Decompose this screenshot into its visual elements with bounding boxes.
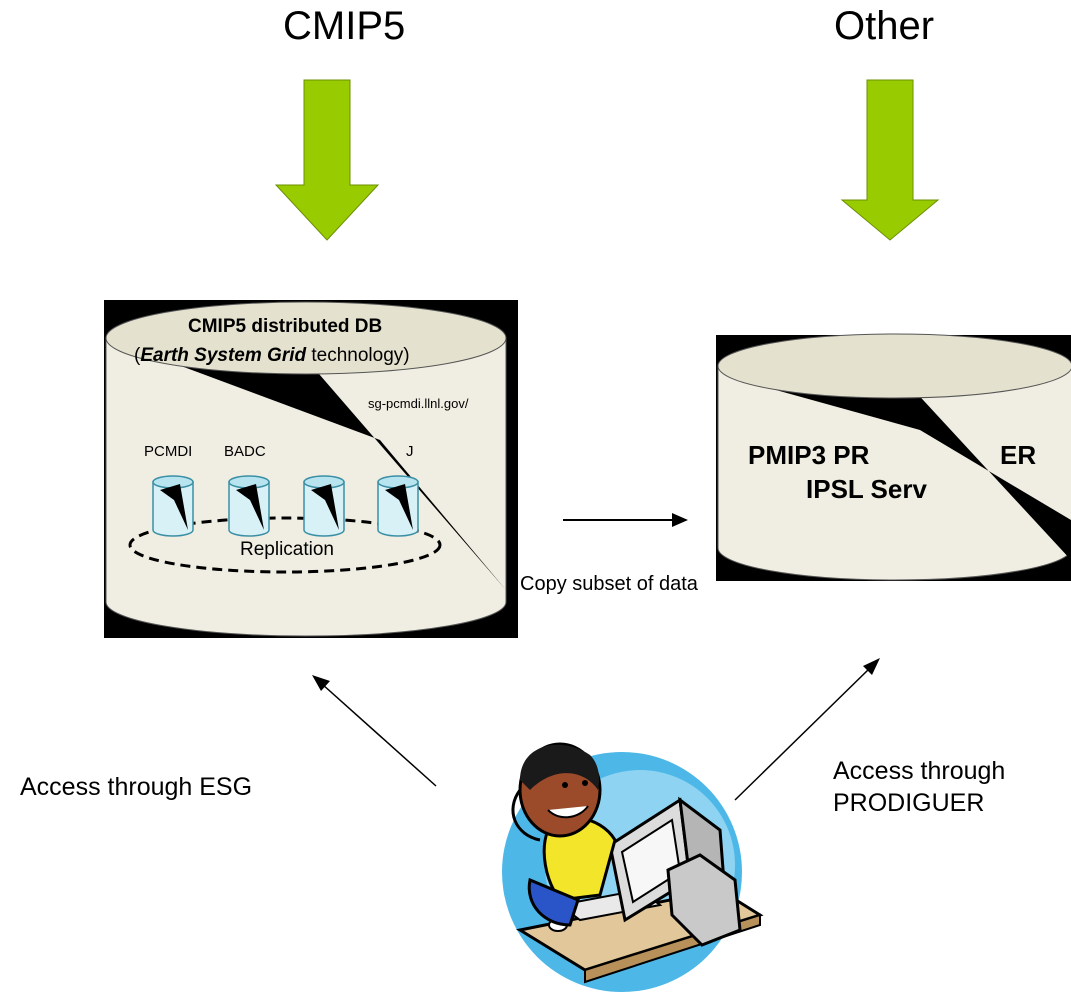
pmip3-title-line1: PMIP3 PR xyxy=(748,440,869,471)
pmip3-title-line2: IPSL Serv xyxy=(806,474,927,504)
cmip5-db-subtitle: (Earth System Grid technology) xyxy=(134,345,410,367)
esg-emphasis: Earth System Grid xyxy=(140,345,307,366)
node-label-pcmdi: PCMDI xyxy=(144,443,193,460)
access-through-prodiguer-line1: Access through xyxy=(833,757,1006,785)
cmip5-db-title: CMIP5 distributed DB xyxy=(188,316,383,337)
subtitle-paren: ( xyxy=(134,345,141,366)
heading-cmip5: CMIP5 xyxy=(283,4,406,48)
subtitle-rest: technology) xyxy=(306,345,410,366)
copy-subset-label: Copy subset of data xyxy=(520,573,698,595)
access-through-esg-label: Access through ESG xyxy=(20,773,253,801)
node-label-j: J xyxy=(406,443,414,460)
heading-other: Other xyxy=(834,4,935,48)
pmip3-title-start: PMIP3 PR xyxy=(748,440,870,470)
node-label-badc: BADC xyxy=(224,443,266,460)
pmip3-title-end: ER xyxy=(1000,440,1037,470)
replication-label: Replication xyxy=(240,539,334,560)
access-through-prodiguer-line2: PRODIGUER xyxy=(833,789,985,817)
esg-url: sg-pcmdi.llnl.gov/ xyxy=(368,396,469,411)
